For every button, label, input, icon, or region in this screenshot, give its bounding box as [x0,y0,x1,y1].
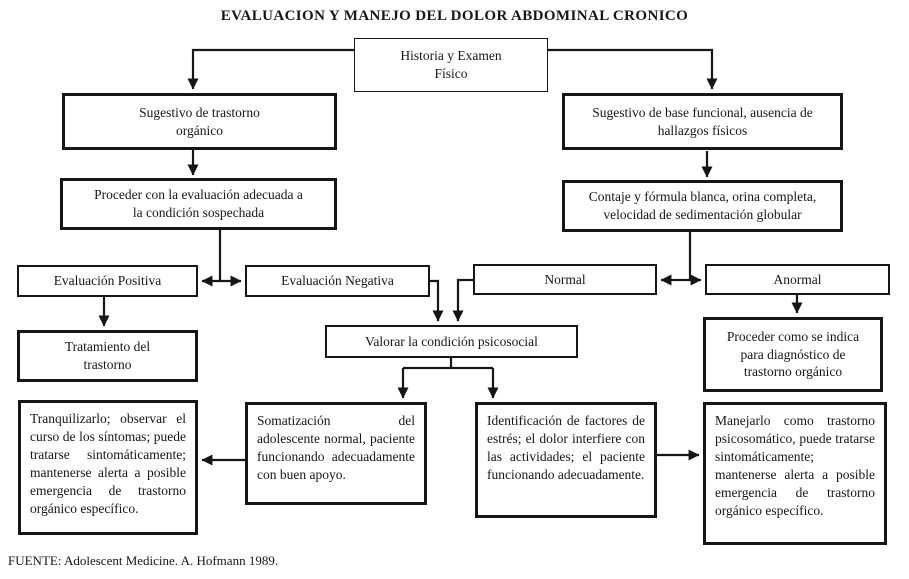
node-valorar-psicosocial: Valorar la condición psicosocial [325,325,578,358]
edge-historia-sugestivo-organico [187,48,354,90]
node-evaluacion-positiva: Evaluación Positiva [17,265,198,297]
edge-eval-negativa-valorar [430,279,444,322]
edge-historia-sugestivo-funcional [548,48,718,90]
page-title: EVALUACION Y MANEJO DEL DOLOR ABDOMINAL … [220,8,689,24]
node-proceder-evaluacion: Proceder con la evaluación adecuada a la… [60,178,337,230]
node-historia-examen: Historia y Examen Físico [354,38,548,92]
node-identificacion-estres: Identificación de factores de estrés; el… [475,402,657,518]
edge-normal-valorar [452,278,473,322]
node-tratamiento-trastorno: Tratamiento del trastorno [17,330,198,382]
source-note: FUENTE: Adolescent Medicine. A. Hofmann … [8,553,279,568]
node-contaje-formula: Contaje y fórmula blanca, orina completa… [562,180,843,232]
node-tranquilizarlo: Tranquilizarlo; observar el curso de los… [18,400,198,535]
node-manejarlo-psicosomatico: Manejarlo como trastorno psicosomático, … [703,402,887,545]
node-sugestivo-organico: Sugestivo de trastorno orgánico [62,93,337,150]
node-evaluacion-negativa: Evaluación Negativa [245,265,430,297]
node-normal: Normal [473,264,657,295]
node-somatizacion: Somatización del adolescente normal, pac… [245,402,427,505]
edge-valorar-split [403,358,493,370]
node-sugestivo-funcional: Sugestivo de base funcional, ausencia de… [562,93,843,150]
node-anormal: Anormal [705,264,890,295]
node-proceder-diagnostico: Proceder como se indica para diagnóstico… [703,317,883,392]
